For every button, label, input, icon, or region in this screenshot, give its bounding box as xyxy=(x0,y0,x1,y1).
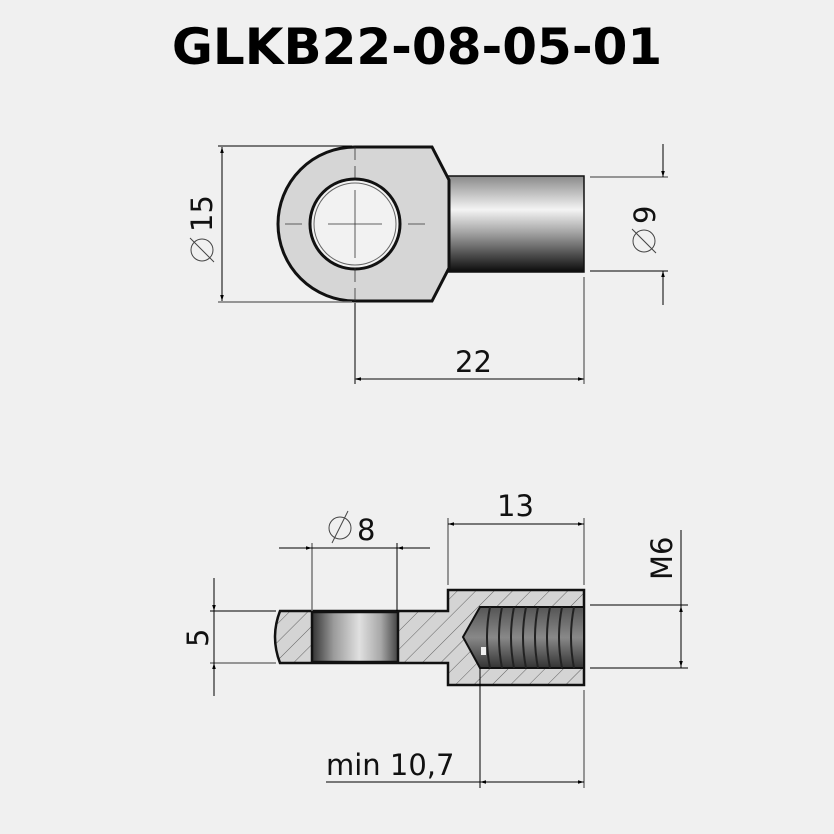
dim-shaft-diameter-text: 9 xyxy=(628,206,662,224)
dim-thread-length-text: 13 xyxy=(497,489,534,523)
dim-eye-diameter-text: 15 xyxy=(185,195,219,232)
dim-min-engagement: min 10,7 xyxy=(326,668,585,788)
dim-hole-diameter: 8 xyxy=(279,510,430,611)
side-view: 8 13 M6 5 xyxy=(181,489,688,788)
dim-length-text: 22 xyxy=(455,345,492,379)
dim-thread-size: M6 xyxy=(590,530,688,669)
center-lines xyxy=(285,147,425,301)
eye-hole-section xyxy=(310,610,400,664)
dim-shaft-diameter: 9 xyxy=(590,144,668,305)
thread-bore xyxy=(461,606,585,669)
dim-hole-diameter-text: 8 xyxy=(357,513,375,547)
dim-eye-diameter: 15 xyxy=(185,145,352,303)
dim-thread-size-text: M6 xyxy=(645,537,679,580)
shaft-cylinder xyxy=(446,175,585,273)
dim-min-engagement-text: min 10,7 xyxy=(326,748,454,782)
dim-thickness-text: 5 xyxy=(181,629,215,647)
dim-thread-length: 13 xyxy=(447,489,585,585)
dim-length: 22 xyxy=(354,277,585,384)
dim-thickness: 5 xyxy=(181,578,276,696)
drawing-title: GLKB22-08-05-01 xyxy=(171,18,663,76)
top-view: 15 9 22 xyxy=(185,144,668,384)
